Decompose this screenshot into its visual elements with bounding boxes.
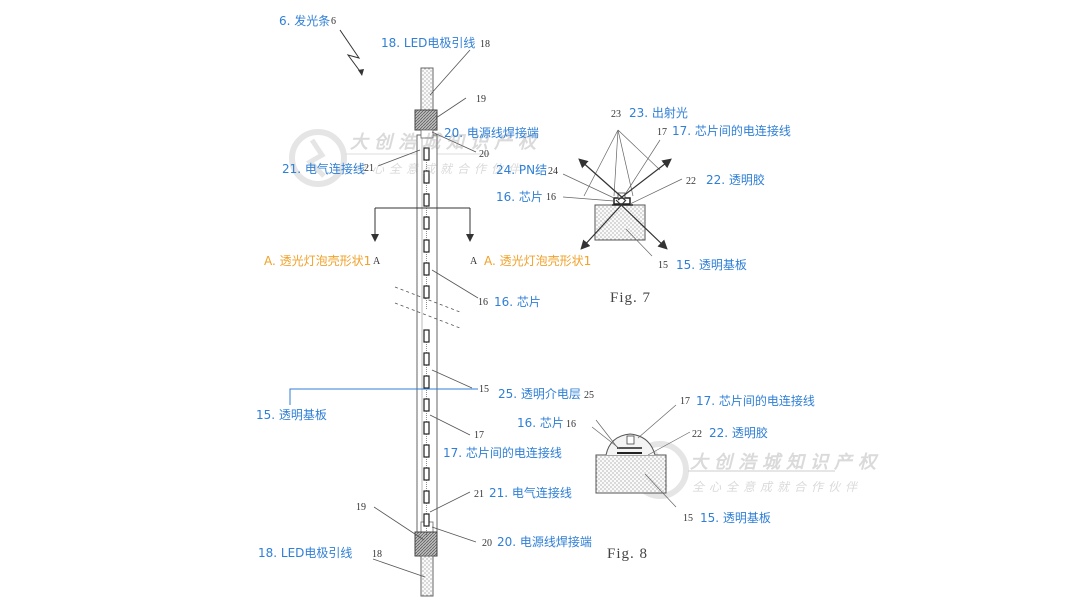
ref-number-22: 22 bbox=[686, 176, 696, 187]
ref-number-19-bottom: 19 bbox=[356, 502, 366, 513]
solder-block-top bbox=[414, 109, 438, 131]
label-16-chip-fig8: 16. 芯片 bbox=[517, 416, 564, 430]
led-chip bbox=[423, 490, 430, 504]
label-17-inter-chip-wire-fig8: 17. 芯片间的电连接线 bbox=[696, 394, 815, 408]
led-chip bbox=[423, 329, 430, 343]
label-6-light-strip: 6. 发光条 bbox=[279, 14, 331, 28]
ref-number-15-fig8: 15 bbox=[683, 513, 693, 524]
ref-number-25: 25 bbox=[584, 390, 594, 401]
fig8-drawing bbox=[591, 404, 691, 508]
watermark-text: 大创浩城知识产权 bbox=[690, 452, 882, 473]
ref-number-17-fig8: 17 bbox=[680, 396, 690, 407]
led-chip bbox=[423, 421, 430, 435]
label-a-bulb-shape-left: A. 透光灯泡壳形状1 bbox=[264, 254, 372, 268]
led-chip bbox=[423, 444, 430, 458]
watermark-slogan: 全心全意成就合作伙伴 bbox=[692, 480, 863, 494]
label-16-chip-fig7: 16. 芯片 bbox=[496, 190, 543, 204]
ref-number-20-bottom: 20 bbox=[482, 538, 492, 549]
label-21-electrical-connection-top: 21. 电气连接线 bbox=[282, 162, 365, 176]
ref-number-16-fig8: 16 bbox=[566, 419, 576, 430]
led-chip bbox=[423, 239, 430, 253]
watermark-logo-top bbox=[289, 129, 347, 187]
watermark-slogan: 全心全意成就合作伙伴 bbox=[355, 162, 526, 176]
label-20-solder-end-bottom: 20. 电源线焊接端 bbox=[497, 535, 592, 549]
ref-number-15: 15 bbox=[479, 384, 489, 395]
led-chip bbox=[423, 375, 430, 389]
label-17-inter-chip-wire-fig7: 17. 芯片间的电连接线 bbox=[672, 124, 791, 138]
label-15-connector bbox=[289, 388, 478, 405]
ref-number-20: 20 bbox=[479, 149, 489, 160]
label-15-transparent-substrate: 15. 透明基板 bbox=[256, 408, 327, 422]
label-20-solder-end-top: 20. 电源线焊接端 bbox=[444, 126, 539, 140]
ref-number-17-fig7: 17 bbox=[657, 127, 667, 138]
led-chip bbox=[423, 193, 430, 207]
ref-number-16: 16 bbox=[478, 297, 488, 308]
ref-number-6: 6 bbox=[331, 16, 336, 27]
ref-number-22-fig8: 22 bbox=[692, 429, 702, 440]
label-22-transparent-glue: 22. 透明胶 bbox=[706, 173, 765, 187]
label-17-inter-chip-wire: 17. 芯片间的电连接线 bbox=[443, 446, 562, 460]
ref-number-15-fig7: 15 bbox=[658, 260, 668, 271]
label-21-electrical-connection-bottom: 21. 电气连接线 bbox=[489, 486, 572, 500]
led-electrode-lead-top bbox=[420, 67, 434, 113]
label-23-emitted-light: 23. 出射光 bbox=[629, 106, 688, 120]
strip-pointer-arrow bbox=[339, 29, 363, 75]
label-24-pn-junction: 24. PN结 bbox=[496, 163, 548, 177]
fig8-dome bbox=[605, 433, 656, 456]
led-chip bbox=[423, 216, 430, 230]
label-22-transparent-glue-fig8: 22. 透明胶 bbox=[709, 426, 768, 440]
label-a-bulb-shape-right: A. 透光灯泡壳形状1 bbox=[484, 254, 592, 268]
ref-number-17: 17 bbox=[474, 430, 484, 441]
led-chip bbox=[423, 513, 430, 527]
led-chip bbox=[423, 467, 430, 481]
fig8-substrate bbox=[595, 454, 667, 494]
label-18-led-lead-bottom: 18. LED电极引线 bbox=[258, 546, 353, 560]
watermark-text: 大创浩城知识产权 bbox=[350, 132, 542, 153]
ref-number-23: 23 bbox=[611, 109, 621, 120]
ref-number-21: 21 bbox=[364, 163, 374, 174]
ref-number-18: 18 bbox=[480, 39, 490, 50]
label-18-led-lead-top: 18. LED电极引线 bbox=[381, 36, 476, 50]
figure-7-caption: Fig. 7 bbox=[610, 290, 652, 306]
led-chip bbox=[423, 285, 430, 299]
led-chip bbox=[423, 262, 430, 276]
ref-number-19: 19 bbox=[476, 94, 486, 105]
label-25-dielectric-layer: 25. 透明介电层 bbox=[498, 387, 581, 401]
solder-block-bottom bbox=[414, 531, 438, 557]
ref-number-24: 24 bbox=[548, 166, 558, 177]
ref-number-21-bottom: 21 bbox=[474, 489, 484, 500]
fig7-substrate bbox=[594, 204, 646, 241]
ref-letter-a-left: A bbox=[373, 256, 381, 267]
ref-letter-a-right: A bbox=[470, 256, 478, 267]
fig7-drawing bbox=[562, 129, 683, 257]
led-chip bbox=[423, 352, 430, 366]
label-15-transparent-substrate-fig8: 15. 透明基板 bbox=[700, 511, 771, 525]
figure-8-caption: Fig. 8 bbox=[607, 546, 649, 562]
label-16-chip: 16. 芯片 bbox=[494, 295, 541, 309]
chip-array bbox=[423, 147, 430, 537]
label-15-transparent-substrate-fig7: 15. 透明基板 bbox=[676, 258, 747, 272]
ref-number-18-bottom: 18 bbox=[372, 549, 382, 560]
ref-number-16-fig7: 16 bbox=[546, 192, 556, 203]
led-chip bbox=[423, 398, 430, 412]
